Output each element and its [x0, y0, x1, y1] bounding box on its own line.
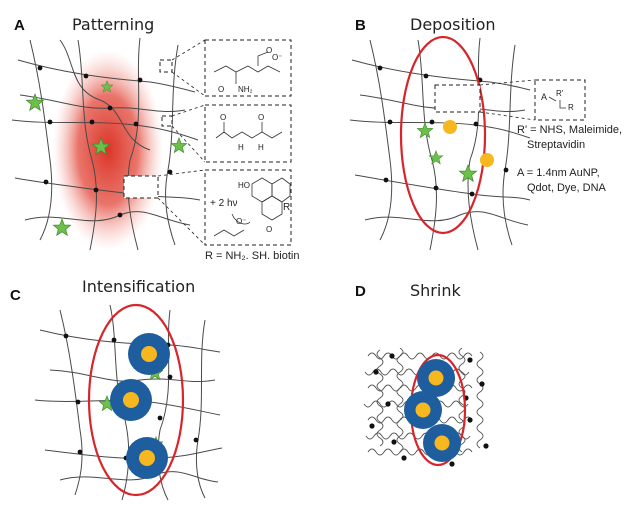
- chem-mid-h-1: H: [238, 143, 244, 152]
- panel-d-title: Shrink: [410, 281, 461, 300]
- panel-d-letter: D: [355, 283, 366, 300]
- chem-top-amine: NH₂: [238, 85, 253, 94]
- inset-r-prime: R': [556, 89, 564, 98]
- chem-ho-label: HO: [238, 181, 250, 190]
- panel-c: C Intensification: [10, 277, 223, 501]
- panel-a-letter: A: [14, 17, 25, 34]
- chem-box-acrylate: O O⁻ NH₂ O: [204, 39, 292, 97]
- panel-d-crosslink-nodes: [369, 353, 489, 467]
- panel-a-title: Patterning: [72, 15, 154, 34]
- panel-c-amplified-particles: [98, 333, 170, 479]
- gold-core-icon: [139, 450, 155, 466]
- panel-a: A Patterning: [11, 15, 299, 262]
- inset-r-group: R: [568, 103, 574, 112]
- panel-b-polymer-network: [349, 37, 531, 251]
- fluorophore-star-icon: [416, 122, 434, 138]
- chem-mid-oxy-2: O: [258, 113, 264, 122]
- panel-b: B Deposition: [349, 15, 622, 251]
- chem-bottom-charge: O⁻: [236, 217, 246, 226]
- chem-bottom-oxy: O: [266, 225, 272, 234]
- gold-particle-icon: [443, 120, 457, 134]
- gold-core-icon: [141, 346, 157, 362]
- chem-top-amine-oxy: O: [218, 85, 224, 94]
- deposition-inset: A R' R: [434, 79, 586, 121]
- r-prime-caption-line-1: R' = NHS, Maleimide,: [517, 124, 622, 136]
- fluorophore-star-icon: [53, 218, 71, 236]
- gold-core-icon: [434, 435, 450, 451]
- a-caption-line-2: Qdot, Dye, DNA: [527, 182, 607, 194]
- panel-c-letter: C: [10, 287, 21, 304]
- intensification-region-outline: [87, 303, 185, 497]
- patterning-red-glow: [53, 50, 163, 250]
- chem-box-crosslinker: O O H H: [204, 104, 292, 163]
- fluorophore-star-icon: [428, 150, 444, 165]
- inset-a-group: A: [541, 92, 547, 102]
- chem-mid-h-2: H: [258, 143, 264, 152]
- gold-core-icon: [123, 392, 139, 408]
- chem-mid-oxy-1: O: [220, 113, 226, 122]
- a-caption-line-1: A = 1.4nm AuNP,: [517, 167, 600, 179]
- chem-r-group: R: [283, 202, 290, 213]
- chem-photon-label: + 2 hν: [210, 198, 238, 209]
- panel-b-letter: B: [355, 17, 366, 34]
- chem-top-charge: O⁻: [272, 53, 282, 62]
- deposition-region-outline: [399, 35, 487, 235]
- r-group-caption: R = NH₂. SH. biotin: [205, 250, 299, 262]
- chem-top-oxy: O: [266, 46, 272, 55]
- panel-d-shrunk-particles: [404, 359, 461, 462]
- chem-box-photo-uncaging: + 2 hν HO R O O⁻: [204, 169, 292, 246]
- gold-core-icon: [415, 402, 431, 418]
- gold-core-icon: [428, 370, 444, 386]
- panel-b-title: Deposition: [410, 15, 496, 34]
- chem-zoom-markers: [123, 39, 206, 246]
- panel-c-title: Intensification: [82, 277, 195, 296]
- r-prime-caption-line-2: Streptavidin: [527, 139, 585, 151]
- panel-d: D Shrink: [355, 281, 489, 467]
- gold-particle-icon: [480, 153, 494, 167]
